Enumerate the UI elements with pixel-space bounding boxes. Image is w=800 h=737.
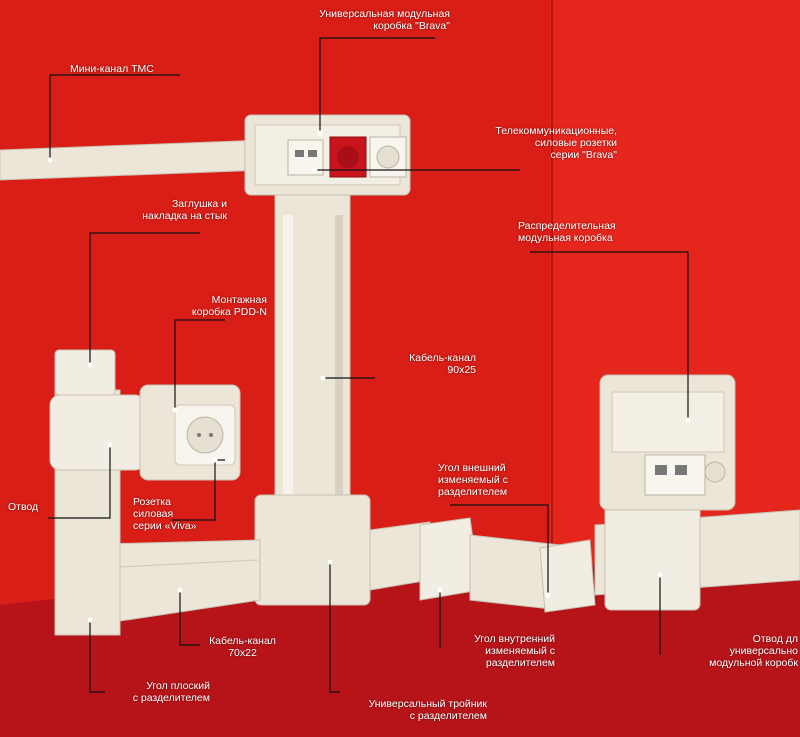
label-mounting-box: Монтажная коробка PDD-N bbox=[191, 294, 267, 318]
leader-flat-corner bbox=[89, 620, 105, 693]
leader-branch bbox=[48, 445, 111, 519]
leader-brava-box bbox=[319, 37, 435, 133]
leader-dots bbox=[47, 130, 691, 623]
label-brava-box: Универсальная модульная коробка "Brava" bbox=[319, 8, 450, 32]
label-flat-corner: Угол плоский с разделителем bbox=[132, 680, 210, 704]
leader-cable-channel-70 bbox=[179, 590, 200, 646]
universal-tee bbox=[254, 494, 371, 606]
label-telecom-sockets: Телекоммуникационные, силовые розетки се… bbox=[495, 125, 617, 161]
external-corner bbox=[539, 539, 596, 613]
label-distribution-box: Распределительная модульная коробка bbox=[518, 220, 616, 244]
leader-external-corner bbox=[450, 504, 549, 595]
label-cable-channel-70: Кабель-канал 70x22 bbox=[209, 635, 276, 659]
box-branch-fitting bbox=[604, 504, 701, 611]
label-cable-channel-90: Кабель-канал 90x25 bbox=[409, 352, 476, 376]
label-internal-corner: Угол внутренний изменяемый с разделителе… bbox=[474, 633, 555, 669]
label-external-corner: Угол внешний изменяемый с разделителем bbox=[438, 462, 508, 498]
label-tee: Универсальный тройник с разделителем bbox=[368, 698, 487, 722]
label-mini-channel: Мини-канал ТМС bbox=[70, 63, 154, 75]
leader-viva-socket bbox=[172, 459, 225, 521]
leader-mounting-box bbox=[174, 319, 225, 410]
label-box-branch: Отвод дл универсально модульной коробк bbox=[709, 633, 798, 669]
leader-end-cap bbox=[89, 232, 200, 365]
label-viva-socket: Розетка силовая серии «Viva» bbox=[133, 496, 197, 532]
viva-socket-face bbox=[186, 416, 224, 454]
label-branch: Отвод bbox=[8, 501, 39, 513]
leader-lines bbox=[48, 37, 689, 693]
leader-mini-channel bbox=[49, 74, 180, 160]
label-end-cap: Заглушка и накладка на стык bbox=[142, 198, 227, 222]
end-cap bbox=[54, 349, 116, 396]
leader-distribution-box bbox=[530, 251, 689, 420]
branch-fitting bbox=[49, 394, 146, 471]
leader-tee bbox=[329, 562, 340, 693]
